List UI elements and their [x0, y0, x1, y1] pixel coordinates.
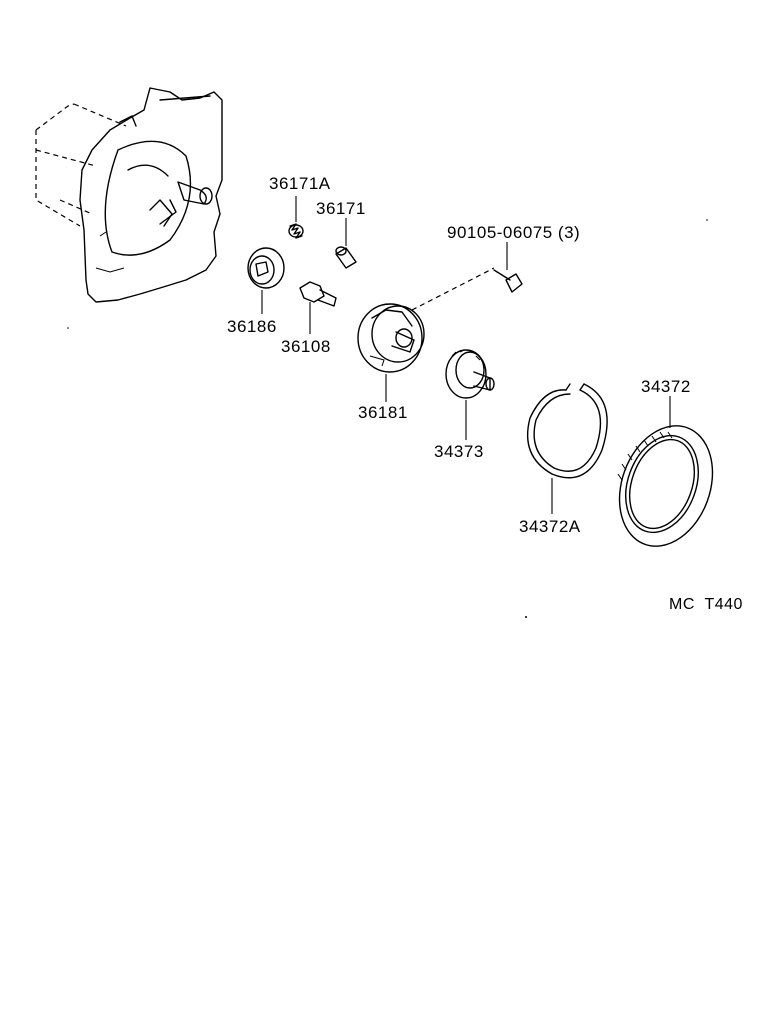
label-34372: 34372	[641, 377, 691, 396]
label-36186: 36186	[227, 317, 277, 336]
speck	[525, 616, 527, 618]
shaft-36108	[299, 281, 337, 307]
label-36181: 36181	[358, 403, 408, 422]
label-90105-06075: 90105-06075 (3)	[447, 223, 580, 242]
bolt-90105-06075	[493, 269, 523, 293]
label-36171: 36171	[316, 199, 366, 218]
transmission-case	[35, 87, 223, 303]
diagram-code: MC T440	[669, 596, 743, 613]
bearing-36186	[247, 247, 285, 289]
label-36171A: 36171A	[269, 174, 331, 193]
pin-36171	[335, 246, 357, 269]
label-34373: 34373	[434, 442, 484, 461]
label-34372A: 34372A	[519, 517, 581, 536]
label-36108: 36108	[281, 337, 331, 356]
assembly-line-bolt	[411, 267, 495, 311]
ring-gear-34372	[617, 425, 714, 547]
gear-34373	[445, 349, 495, 399]
speck	[706, 219, 708, 221]
leader-lines	[261, 196, 671, 514]
snap-ring-34372A	[526, 383, 608, 479]
spring-36171A	[288, 223, 304, 239]
pump-body-36181	[357, 303, 425, 373]
speck	[67, 327, 69, 329]
